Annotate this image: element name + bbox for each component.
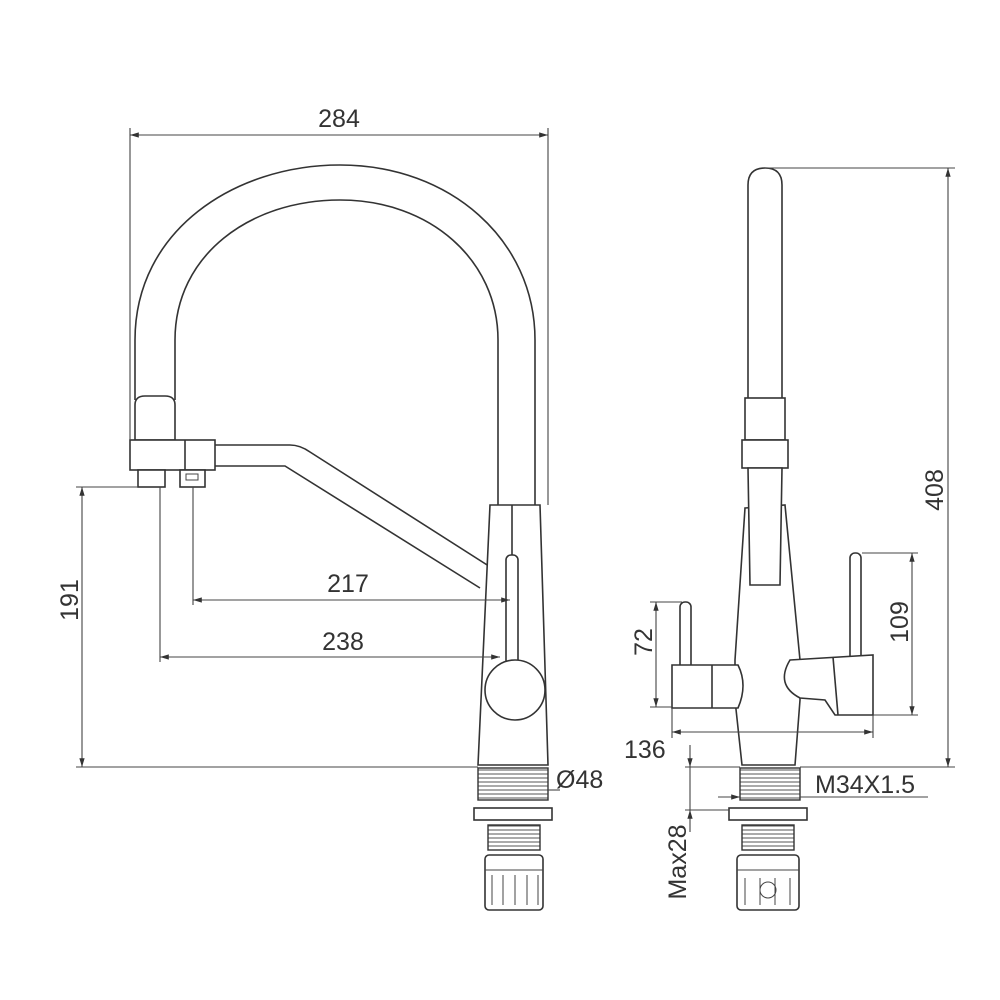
spout-lower-side xyxy=(747,467,783,586)
thread-shank xyxy=(477,767,549,801)
left-handle-block xyxy=(671,664,744,709)
dim-overall-height: 408 xyxy=(921,469,949,511)
dim-handle-72: 72 xyxy=(630,628,658,656)
front-view: 284 217 238 191 Ø48 xyxy=(56,105,603,911)
left-handle-rod xyxy=(679,601,692,671)
hose-sleeve xyxy=(134,395,176,441)
dim-max-28: Max28 xyxy=(664,824,692,899)
dim-reach-217: 217 xyxy=(327,570,369,598)
hose-sleeve-side xyxy=(744,397,786,441)
washer xyxy=(473,807,553,821)
nut-side xyxy=(741,824,795,851)
outlet-right xyxy=(179,469,206,488)
dim-height-191: 191 xyxy=(56,579,84,621)
spout-arch-outer xyxy=(134,164,536,510)
dim-thread: M34X1.5 xyxy=(815,771,915,799)
thread-shank-side xyxy=(739,767,801,801)
outlet-left xyxy=(137,469,166,488)
spout-arch-inner xyxy=(174,199,499,510)
lever-handle xyxy=(505,554,519,666)
dim-span-136: 136 xyxy=(624,736,666,764)
dim-overall-width: 284 xyxy=(318,105,360,133)
side-view: 408 109 72 136 Max28 M34X1.5 xyxy=(624,167,955,911)
hose-connector xyxy=(484,854,544,911)
spray-head xyxy=(129,439,216,471)
spray-head-side xyxy=(741,439,789,469)
dim-handle-109: 109 xyxy=(886,601,914,643)
washer-side xyxy=(728,807,808,821)
spout-tube xyxy=(747,167,783,401)
right-handle-block xyxy=(783,654,874,716)
nut xyxy=(487,824,541,851)
dim-base-diameter: Ø48 xyxy=(556,766,603,794)
lever-hub xyxy=(484,659,546,721)
right-handle-rod xyxy=(849,552,862,664)
dim-reach-238: 238 xyxy=(322,628,364,656)
